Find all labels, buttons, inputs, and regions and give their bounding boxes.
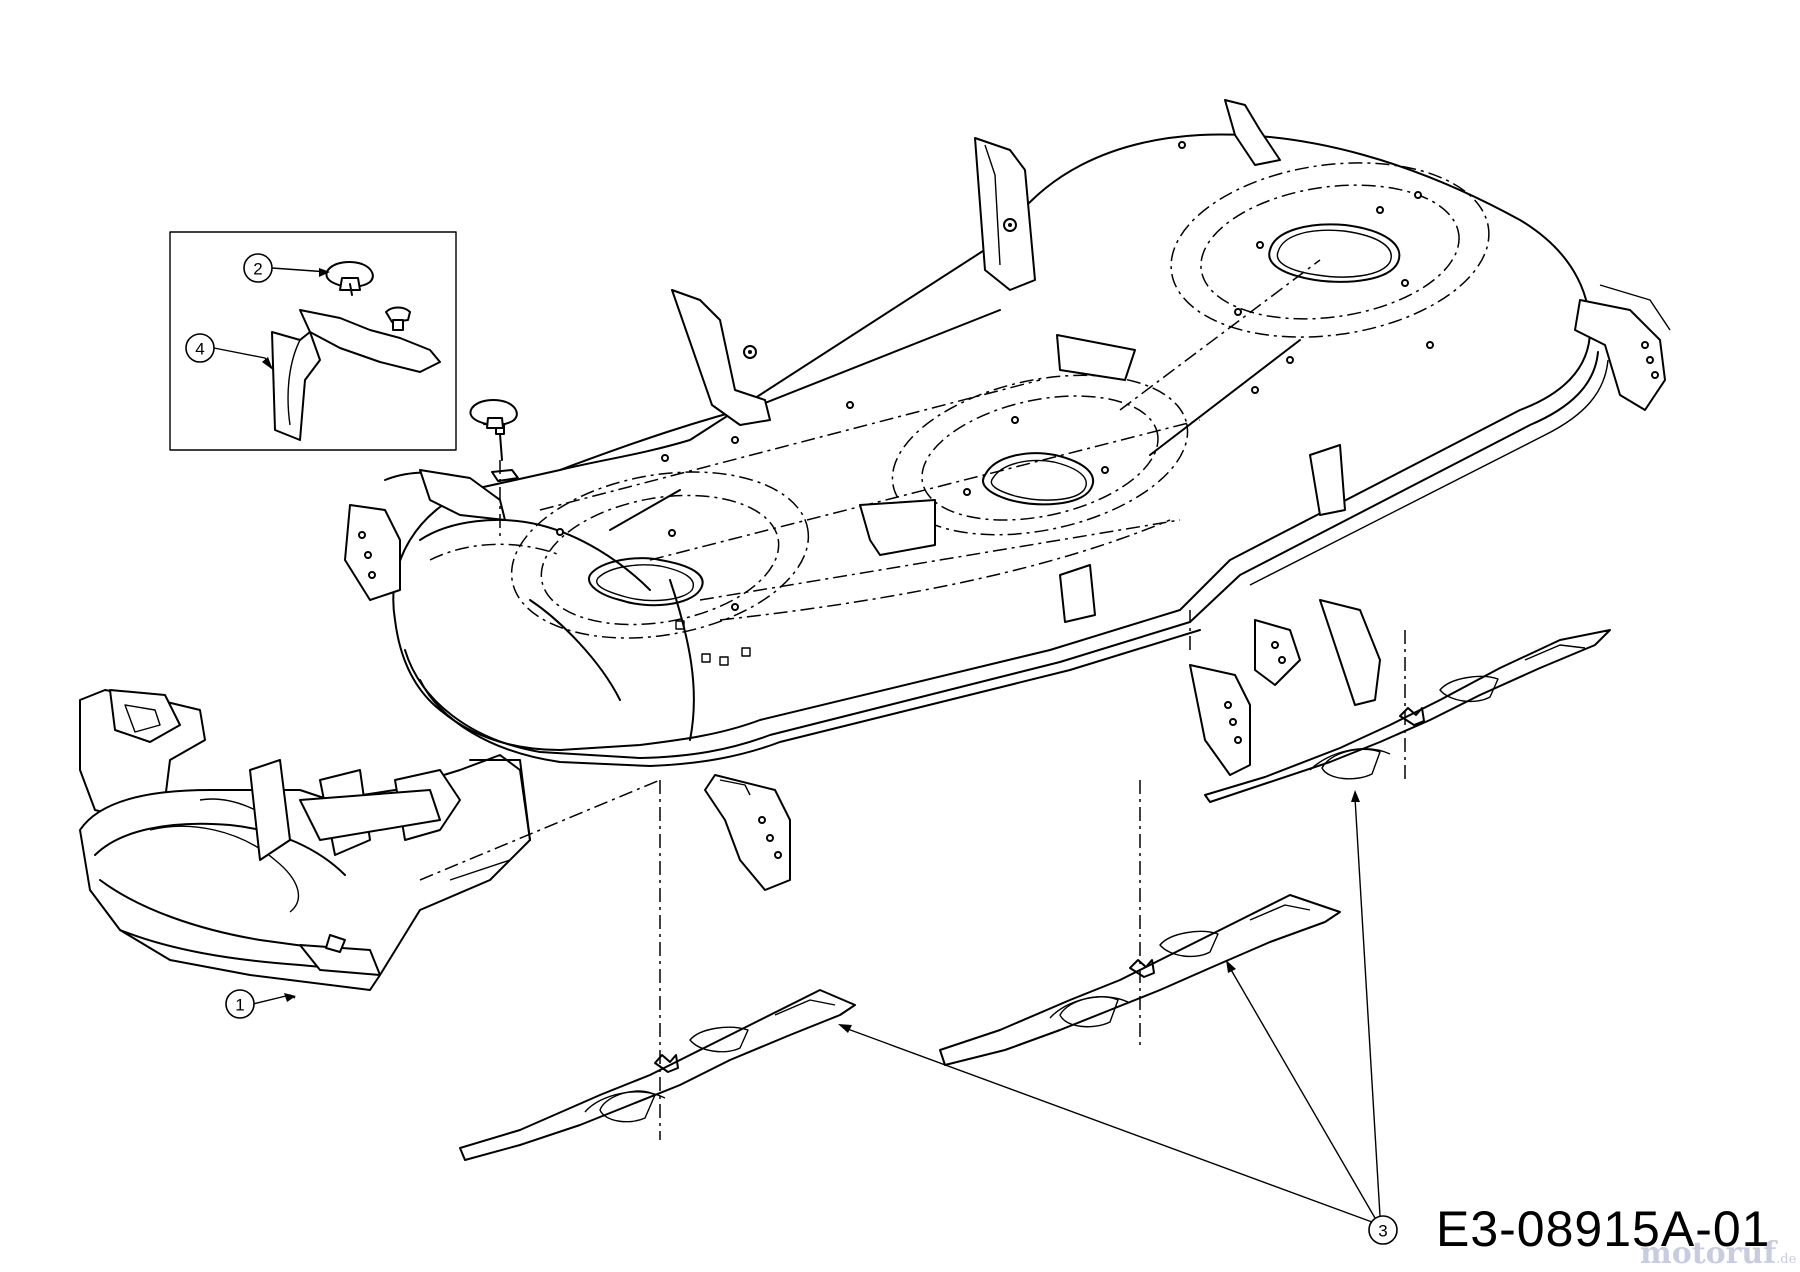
drawing-number: E3-08915A-01 xyxy=(1436,1201,1771,1257)
callout-2-label: 2 xyxy=(253,260,262,279)
callout-4-label: 4 xyxy=(195,340,204,359)
watermark-tld: .de xyxy=(1776,1252,1797,1267)
assembly-guide-lines xyxy=(419,460,1406,1140)
mower-deck-housing-icon xyxy=(344,99,1671,891)
callout-3-label: 3 xyxy=(1378,1222,1387,1241)
watermark-main: motoruf xyxy=(1640,1236,1777,1271)
callout-3: 3 xyxy=(1368,1215,1398,1245)
deflector-plate-icon xyxy=(271,306,441,441)
callout-1: 1 xyxy=(225,989,255,1019)
discharge-chute-icon xyxy=(79,689,531,991)
watermark-logo: motoruf.de xyxy=(1640,1236,1796,1271)
callout-1-label: 1 xyxy=(235,996,244,1015)
wing-nut-icon xyxy=(325,261,374,296)
kit-inset-box xyxy=(169,231,457,451)
callout-2: 2 xyxy=(243,253,273,283)
leader-lines xyxy=(213,267,1381,1223)
callout-4: 4 xyxy=(185,333,215,363)
wing-nut-icon xyxy=(469,399,518,429)
